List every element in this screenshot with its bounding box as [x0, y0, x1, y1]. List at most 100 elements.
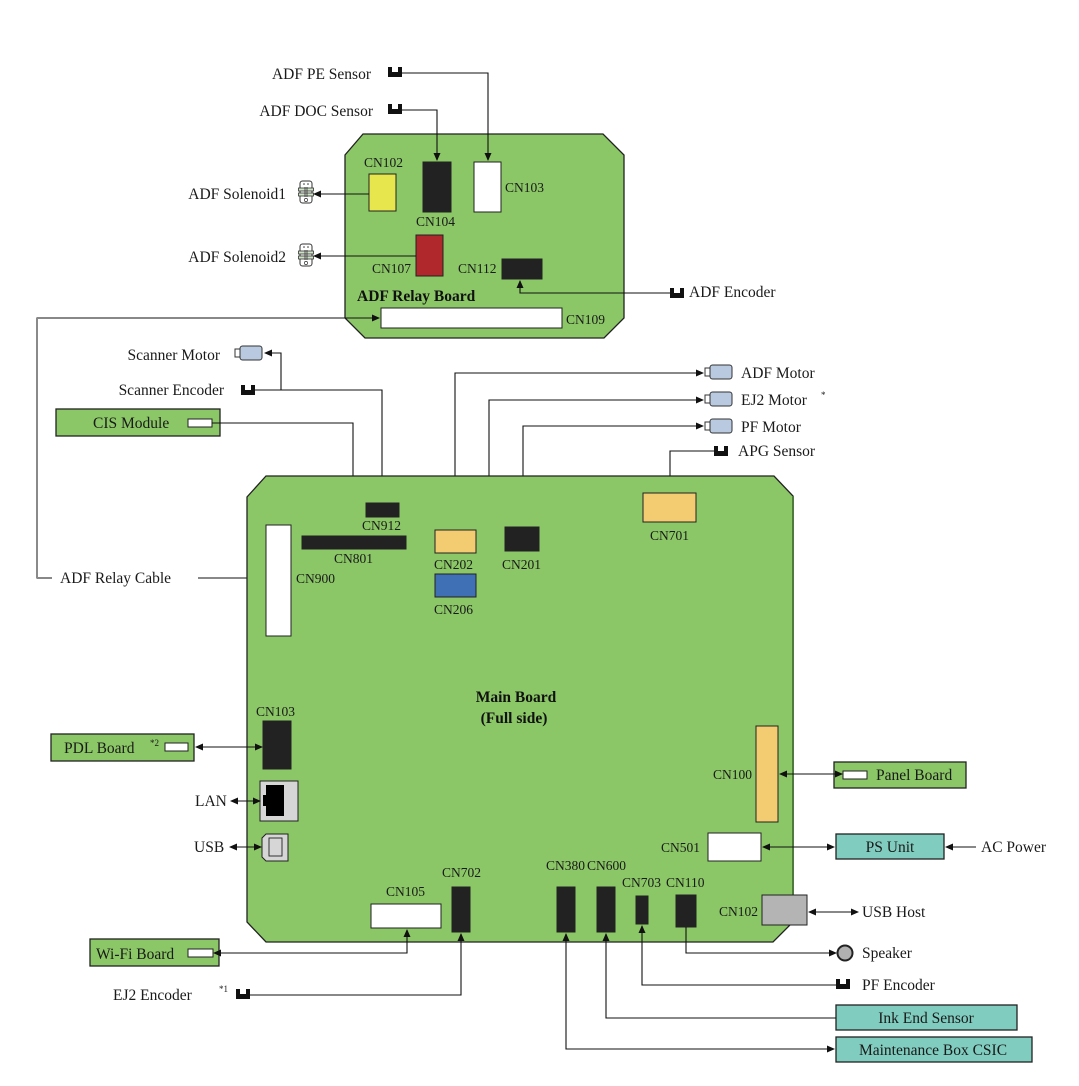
adf-cn112-label: CN112 — [458, 261, 497, 276]
adf-solenoid2: ADF Solenoid2 — [188, 243, 416, 267]
scanner-encoder-wire — [255, 389, 386, 502]
main-cn703-label: CN703 — [622, 875, 661, 890]
speaker-icon — [836, 944, 854, 962]
adf-cn102-connector — [368, 173, 397, 212]
ps-unit-label: PS Unit — [866, 839, 915, 856]
adf-solenoid1: ADF Solenoid1 — [188, 180, 369, 204]
adf-solenoid2-label: ADF Solenoid2 — [188, 249, 286, 266]
pdl-board-note: *2 — [150, 738, 159, 748]
speaker-label: Speaker — [862, 945, 913, 962]
main-cn100-label: CN100 — [713, 767, 752, 782]
main-cn102-connector — [761, 894, 808, 926]
scanner-motor-wire — [264, 349, 282, 390]
main-cn702-label: CN702 — [442, 865, 481, 880]
adf-cn103-label: CN103 — [505, 180, 544, 195]
main-cn105-connector — [370, 903, 442, 929]
dc-motor-icon — [704, 418, 733, 434]
main-cn206-connector — [434, 573, 477, 598]
ink-end-sensor-label: Ink End Sensor — [878, 1010, 974, 1027]
main-cn202-connector — [434, 529, 477, 554]
main-cn102-label: CN102 — [719, 904, 758, 919]
sensor-icon — [236, 989, 250, 999]
main-cn501-label: CN501 — [661, 840, 700, 855]
ej2-motor-note: * — [821, 390, 826, 400]
ps-unit-box — [835, 833, 945, 860]
adf-cn107-label: CN107 — [372, 261, 411, 276]
sensor-icon — [388, 104, 402, 114]
solenoid-icon — [298, 243, 314, 267]
wifi-board-wire — [213, 929, 411, 957]
ac-power-label: AC Power — [981, 839, 1047, 856]
main-cn900-connector — [265, 524, 292, 637]
main-cn110-connector — [675, 894, 697, 928]
main-cn801-connector — [301, 535, 407, 550]
pdl-board-label: PDL Board — [64, 740, 135, 757]
cis-module-label: CIS Module — [93, 415, 169, 432]
usb: USB — [194, 839, 262, 856]
adf-cn104-label: CN104 — [416, 214, 455, 229]
main-cn501-connector — [707, 832, 762, 862]
usb-host-label: USB Host — [862, 904, 926, 921]
sensor-icon — [714, 446, 728, 456]
dc-motor-icon — [704, 391, 733, 407]
scanner-motor: Scanner Motor — [127, 345, 282, 390]
adf-motor-label: ADF Motor — [741, 365, 815, 382]
ej2-motor-label: EJ2 Motor — [741, 392, 808, 409]
panel-board-connector — [842, 770, 868, 780]
main-board-title-line1: Main Board — [476, 689, 557, 706]
cis-module: CIS Module — [55, 408, 357, 534]
scanner-encoder: Scanner Encoder — [119, 382, 386, 502]
adf-encoder-wire — [516, 280, 670, 294]
main-cn600-connector — [596, 886, 616, 933]
main-cn202-label: CN202 — [434, 557, 473, 572]
ej2-encoder-note: *1 — [219, 984, 228, 994]
lan-port — [259, 780, 299, 822]
ink-end-sensor-wire — [602, 933, 836, 1019]
sensor-icon — [241, 385, 255, 395]
sensor-icon — [670, 288, 684, 298]
ink-end-sensor: Ink End Sensor — [602, 933, 1018, 1031]
panel-board-label: Panel Board — [876, 767, 952, 784]
solenoid-icon — [298, 180, 314, 204]
main-cn103-connector — [262, 720, 292, 770]
main-cn600-label: CN600 — [587, 858, 626, 873]
maintenance-box-csic-label: Maintenance Box CSIC — [859, 1042, 1007, 1059]
lan: LAN — [195, 793, 261, 810]
dc-motor-icon — [704, 364, 733, 380]
adf-encoder: ADF Encoder — [516, 280, 776, 301]
adf-doc-sensor-wire — [402, 109, 441, 161]
main-cn912-connector — [365, 502, 400, 518]
maintenance-box-csic-box — [835, 1036, 1033, 1063]
ej2-encoder: EJ2 Encoder *1 — [113, 933, 465, 1004]
apg-sensor-label: APG Sensor — [738, 443, 816, 460]
adf-cn109-connector — [380, 307, 563, 329]
main-board-title-line2: (Full side) — [481, 710, 548, 727]
adf-pe-sensor-wire — [402, 72, 492, 161]
main-cn703-connector — [635, 895, 649, 925]
adf-solenoid1-label: ADF Solenoid1 — [188, 186, 286, 203]
adf-pe-sensor-label: ADF PE Sensor — [272, 66, 372, 83]
lan-label: LAN — [195, 793, 227, 810]
main-cn201-connector — [504, 526, 540, 552]
main-cn105-label: CN105 — [386, 884, 425, 899]
pf-encoder-label: PF Encoder — [862, 977, 936, 994]
main-cn206-label: CN206 — [434, 602, 473, 617]
main-cn100-connector — [755, 725, 779, 823]
maintenance-box-csic: Maintenance Box CSIC — [562, 933, 1033, 1063]
main-cn701-connector — [642, 492, 697, 523]
main-board: CN912 CN801 CN900 CN202 CN206 CN201 CN70… — [246, 475, 808, 943]
adf-cn104-connector — [422, 161, 452, 213]
main-cn380-connector — [556, 886, 576, 933]
main-cn380-label: CN380 — [546, 858, 585, 873]
adf-encoder-label: ADF Encoder — [689, 284, 776, 301]
adf-relay-board-outline — [344, 133, 625, 339]
wifi-board-connector — [187, 948, 214, 958]
adf-relay-cable: ADF Relay Cable — [36, 314, 380, 587]
adf-pe-sensor: ADF PE Sensor — [272, 66, 492, 161]
pdl-board-connector — [164, 742, 189, 752]
usb-port — [261, 833, 289, 862]
main-cn702-connector — [451, 886, 471, 933]
adf-relay-board-title: ADF Relay Board — [357, 288, 476, 305]
adf-doc-sensor: ADF DOC Sensor — [259, 103, 441, 161]
